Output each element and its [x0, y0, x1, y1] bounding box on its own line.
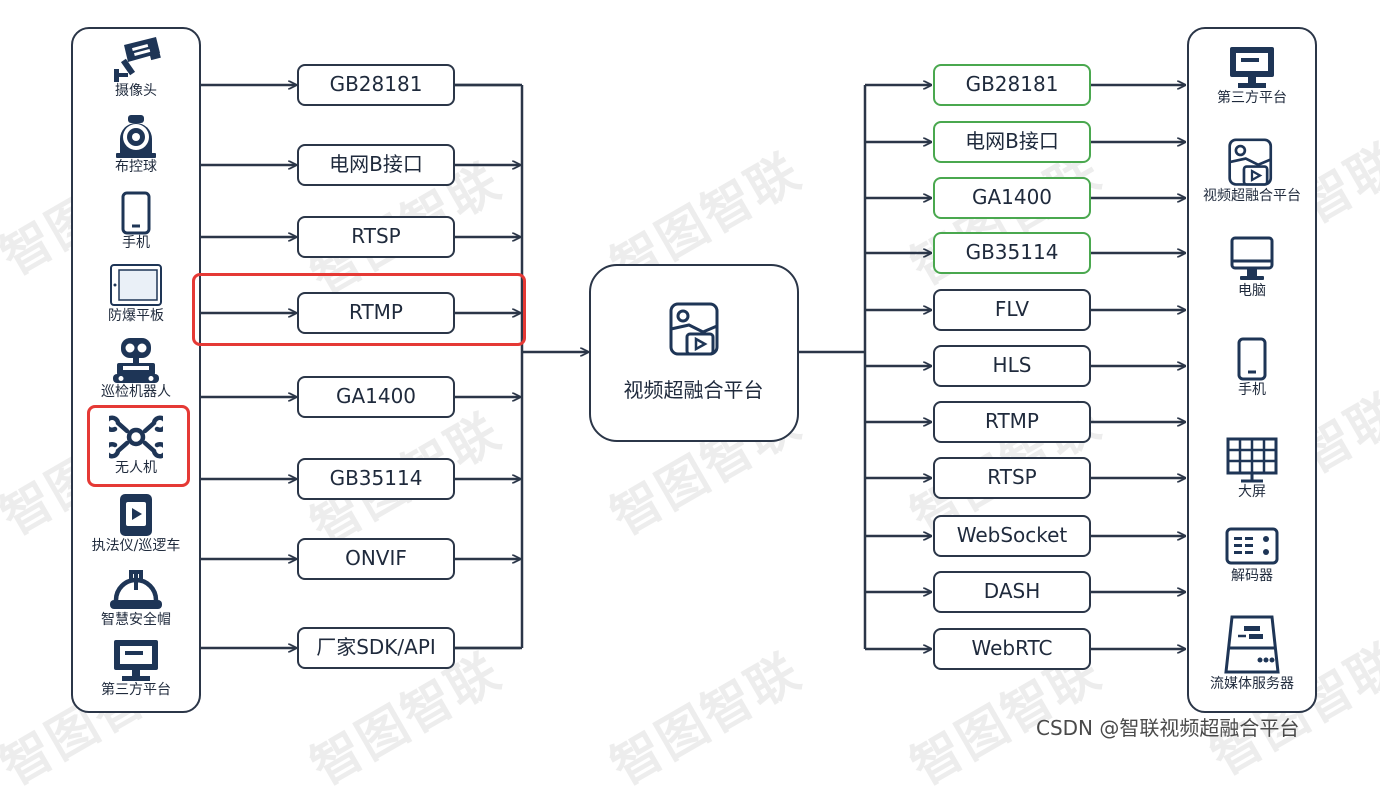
video-recorder-icon: [120, 494, 152, 536]
device-decoder: 解码器: [1187, 526, 1317, 584]
tablet-icon: [110, 264, 162, 306]
connector-lines: [199, 0, 1380, 750]
input-protocol-vendor-sdk-api: 厂家SDK/API: [297, 627, 455, 669]
device-label: 手机: [122, 235, 150, 251]
device-label: 防爆平板: [108, 308, 164, 324]
output-protocol-gb28181: GB28181: [933, 64, 1091, 106]
monitor-icon: [1230, 47, 1274, 88]
device-label: 执法仪/巡逻车: [91, 538, 181, 554]
output-protocol-websocket: WebSocket: [933, 515, 1091, 557]
video-platform-icon: [669, 302, 719, 356]
input-protocol-grid-b-interface: 电网B接口: [297, 144, 455, 186]
device-label: 第三方平台: [101, 682, 171, 698]
device-phone: 手机: [71, 191, 201, 251]
input-protocol-rtmp: RTMP: [297, 292, 455, 334]
output-protocol-grid-b-interface: 电网B接口: [933, 121, 1091, 163]
output-protocol-dash: DASH: [933, 571, 1091, 613]
device-label: 摄像头: [115, 83, 157, 99]
device-video-wall: 大屏: [1187, 436, 1317, 500]
device-label: 巡检机器人: [101, 384, 171, 400]
output-protocol-webrtc: WebRTC: [933, 628, 1091, 670]
phone-icon: [121, 191, 151, 235]
input-protocol-ga1400: GA1400: [297, 376, 455, 418]
helmet-icon: [110, 570, 162, 609]
device-phone: 手机: [1187, 336, 1317, 398]
device-media-server: 流媒体服务器: [1187, 614, 1317, 692]
output-device-panel: [1187, 27, 1317, 713]
computer-icon: [1230, 236, 1274, 280]
output-protocol-rtsp: RTSP: [933, 457, 1091, 499]
hub-label: 视频超融合平台: [623, 378, 764, 402]
device-camera: 摄像头: [71, 35, 201, 99]
video-fusion-platform-hub: 视频超融合平台: [589, 264, 799, 442]
input-protocol-gb35114: GB35114: [297, 458, 455, 500]
video-wall-icon: [1226, 437, 1278, 483]
monitor-icon: [114, 640, 158, 681]
device-helmet: 智慧安全帽: [71, 566, 201, 628]
device-label: 电脑: [1238, 283, 1266, 299]
device-tablet: 防爆平板: [71, 262, 201, 324]
output-protocol-rtmp: RTMP: [933, 401, 1091, 443]
device-label: 解码器: [1231, 568, 1273, 584]
device-video-fusion-platform: 视频超融合平台: [1187, 138, 1317, 204]
device-label: 大屏: [1238, 484, 1266, 500]
device-label: 视频超融合平台: [1203, 188, 1301, 204]
camera-icon: [114, 37, 161, 82]
input-protocol-onvif: ONVIF: [297, 538, 455, 580]
device-robot: 巡检机器人: [71, 336, 201, 400]
device-label: 流媒体服务器: [1210, 676, 1294, 692]
highlight-drone: [87, 405, 190, 487]
device-third-party-platform: 第三方平台: [71, 638, 201, 698]
device-drone: 无人机: [71, 414, 201, 476]
device-computer: 电脑: [1187, 235, 1317, 299]
output-protocol-gb35114: GB35114: [933, 232, 1091, 274]
phone-icon: [1237, 337, 1267, 381]
device-label: 智慧安全帽: [101, 612, 171, 628]
device-dome-camera: 布控球: [71, 113, 201, 175]
media-server-icon: [1224, 615, 1280, 674]
highlight-rtmp: [192, 273, 526, 346]
input-protocol-gb28181: GB28181: [297, 64, 455, 106]
output-protocol-flv: FLV: [933, 289, 1091, 331]
output-protocol-hls: HLS: [933, 345, 1091, 387]
drone-icon: [109, 415, 163, 459]
device-label: 手机: [1238, 382, 1266, 398]
device-label: 布控球: [115, 159, 157, 175]
robot-icon: [113, 338, 159, 383]
decoder-icon: [1225, 527, 1279, 565]
source-credit: CSDN @智联视频超融合平台: [1036, 716, 1300, 740]
video-platform-icon: [1228, 138, 1273, 186]
device-video-recorder: 执法仪/巡逻车: [71, 492, 201, 554]
output-protocol-ga1400: GA1400: [933, 177, 1091, 219]
device-third-party-platform: 第三方平台: [1187, 44, 1317, 106]
device-label: 第三方平台: [1217, 90, 1287, 106]
dome-camera-icon: [116, 115, 156, 158]
device-label: 无人机: [115, 460, 157, 476]
input-protocol-rtsp: RTSP: [297, 216, 455, 258]
